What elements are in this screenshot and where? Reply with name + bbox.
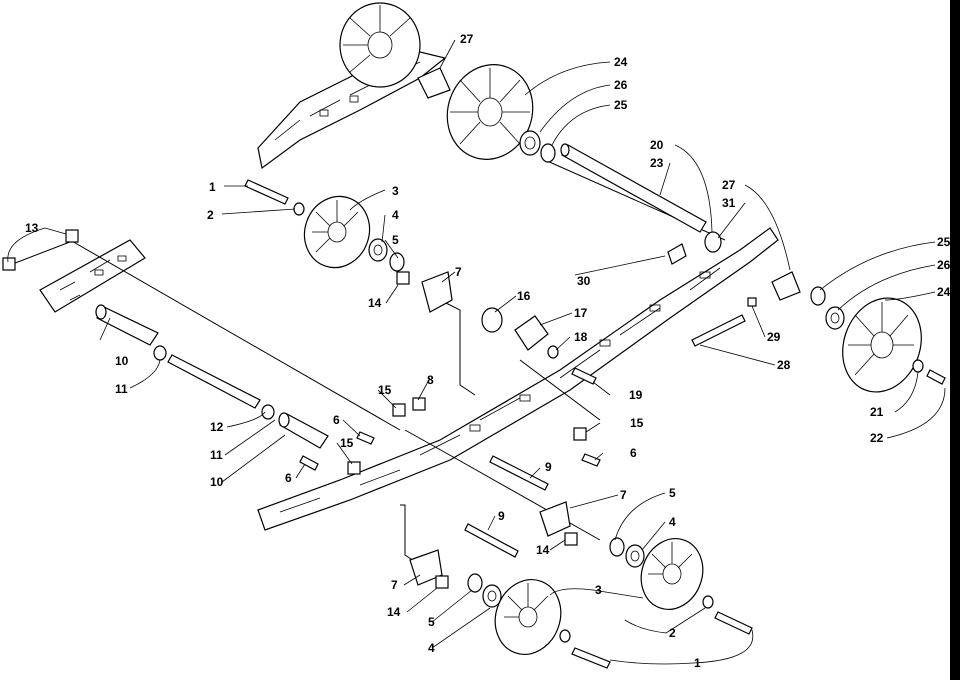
right-side-rail [257, 227, 779, 531]
callout-31: 31 [722, 196, 736, 210]
callout-4: 4 [392, 208, 399, 222]
hubs-brackets-fasteners [2, 67, 946, 669]
long-bolt-28 [691, 314, 746, 347]
callout-8: 8 [427, 373, 434, 387]
callout-labels: 27 24 26 25 20 23 27 31 1 3 2 4 5 13 7 1… [25, 32, 951, 670]
callout-25: 25 [614, 98, 628, 112]
callout-28: 28 [777, 358, 791, 372]
callout-6: 6 [630, 446, 637, 460]
right-border-strip [950, 0, 960, 680]
callout-5: 5 [669, 486, 676, 500]
callout-23: 23 [650, 156, 664, 170]
callout-24: 24 [614, 55, 628, 69]
callout-7: 7 [455, 265, 462, 279]
callout-24: 24 [937, 285, 951, 299]
callout-11: 11 [210, 448, 223, 462]
callout-3: 3 [595, 583, 602, 597]
callout-2: 2 [669, 626, 676, 640]
callout-18: 18 [574, 330, 588, 344]
callout-27: 27 [722, 178, 736, 192]
callout-27: 27 [460, 32, 474, 46]
large-idler-wheel-right [842, 297, 922, 393]
cross-shaft-12 [167, 354, 261, 409]
callout-20: 20 [650, 138, 664, 152]
callout-26: 26 [937, 258, 951, 272]
left-side-rail [39, 239, 146, 313]
callout-7: 7 [620, 488, 627, 502]
callout-11: 11 [115, 382, 128, 396]
callout-5: 5 [428, 615, 435, 629]
callout-14: 14 [536, 543, 550, 557]
callout-6: 6 [285, 471, 292, 485]
callout-14: 14 [387, 605, 401, 619]
callout-26: 26 [614, 78, 628, 92]
callout-15: 15 [378, 383, 392, 397]
callout-leader-lines [7, 39, 946, 665]
callout-6: 6 [333, 413, 340, 427]
callout-30: 30 [577, 274, 591, 288]
callout-17: 17 [574, 306, 588, 320]
callout-21: 21 [870, 405, 884, 419]
small-wheel-3-upper [303, 195, 371, 269]
callout-19: 19 [629, 388, 643, 402]
callout-9: 9 [545, 460, 552, 474]
callout-10: 10 [115, 354, 129, 368]
small-wheel-3-lower-left [494, 579, 562, 655]
callout-7: 7 [391, 578, 398, 592]
callout-1: 1 [694, 656, 701, 670]
upper-idler-wheel-partial [339, 2, 421, 88]
callout-22: 22 [870, 431, 884, 445]
callout-25: 25 [937, 235, 951, 249]
callout-10: 10 [210, 475, 224, 489]
rear-axle-shaft [560, 143, 707, 233]
callout-5: 5 [392, 233, 399, 247]
callout-16: 16 [517, 289, 531, 303]
callout-1: 1 [209, 180, 216, 194]
long-bolt-9a [489, 455, 549, 491]
callout-4: 4 [428, 641, 435, 655]
bearings-and-rings [153, 130, 924, 643]
spacer-tube-right [278, 412, 329, 449]
callout-4: 4 [669, 515, 676, 529]
callout-14: 14 [368, 296, 382, 310]
callout-9: 9 [498, 509, 505, 523]
callout-15: 15 [340, 436, 354, 450]
callout-3: 3 [392, 184, 399, 198]
spacer-tube-left [95, 304, 159, 346]
long-bolt-9b [464, 523, 519, 558]
large-idler-wheel-upper [446, 64, 534, 160]
callout-13: 13 [25, 221, 39, 235]
small-wheel-3-lower-right [640, 538, 704, 610]
callout-29: 29 [767, 330, 781, 344]
callout-2: 2 [207, 208, 214, 222]
callout-12: 12 [210, 420, 224, 434]
callout-15: 15 [630, 416, 644, 430]
